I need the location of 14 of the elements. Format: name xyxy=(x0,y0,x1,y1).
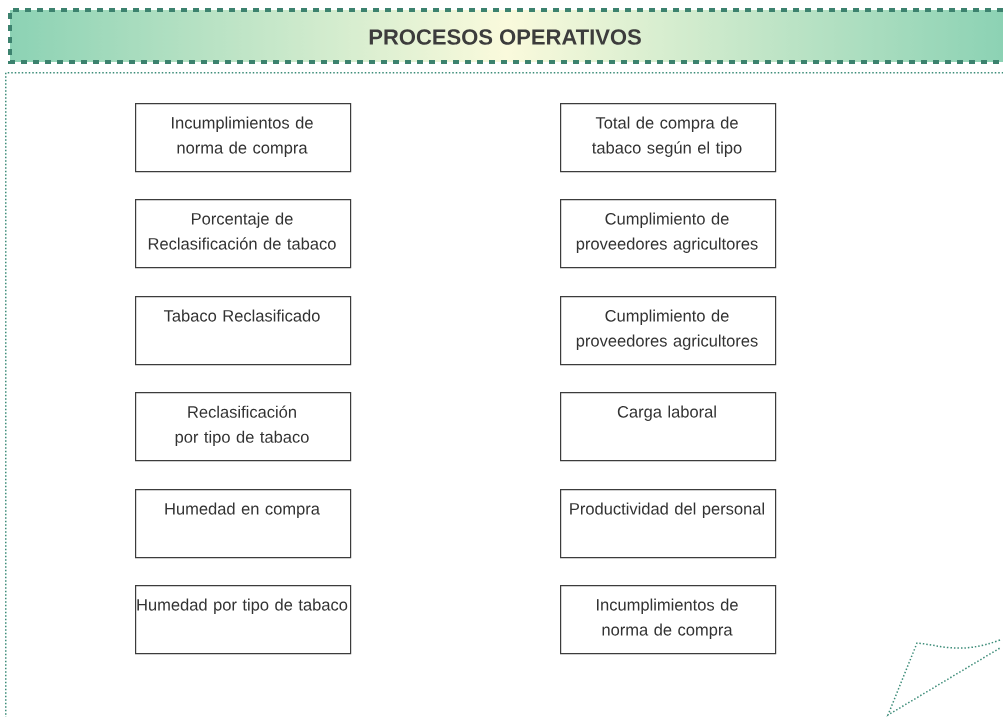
indicator-box: Incumplimientos de norma de compra xyxy=(135,103,352,173)
indicator-box: Carga laboral xyxy=(560,392,777,462)
indicator-box: Tabaco Reclasificado xyxy=(135,296,352,366)
indicator-box: Cumplimiento de proveedores agricultores xyxy=(560,296,777,366)
indicator-box: Porcentaje de Reclasificación de tabaco xyxy=(135,199,352,269)
indicator-box: Humedad por tipo de tabaco xyxy=(135,585,352,655)
panel-border xyxy=(5,72,1003,717)
header-band: PROCESOS OPERATIVOS xyxy=(8,8,1003,64)
indicator-box: Cumplimiento de proveedores agricultores xyxy=(560,199,777,269)
indicator-box: Total de compra de tabaco según el tipo xyxy=(560,103,777,173)
indicator-box: Reclasificación por tipo de tabaco xyxy=(135,392,352,462)
indicator-box: Productividad del personal xyxy=(560,489,777,559)
indicator-box: Humedad en compra xyxy=(135,489,352,559)
indicator-box: Incumplimientos de norma de compra xyxy=(560,585,777,655)
